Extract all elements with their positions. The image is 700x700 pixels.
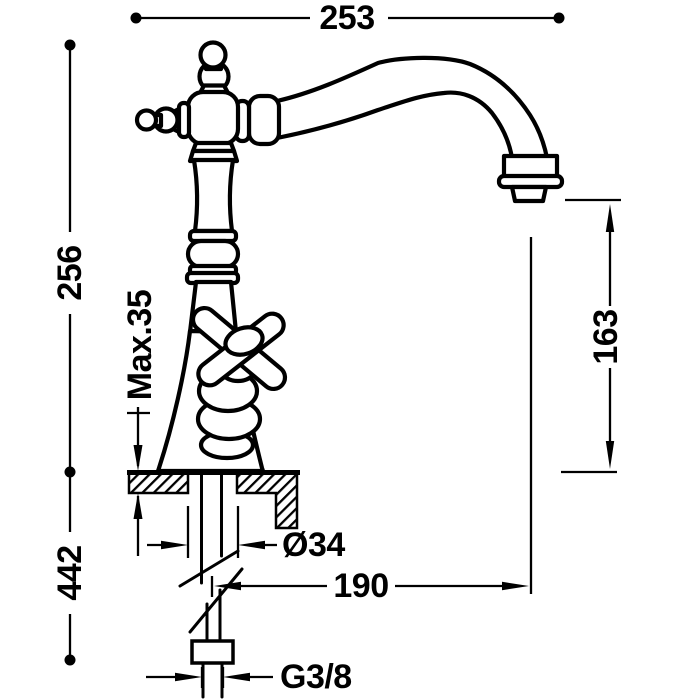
break-line-2 <box>188 567 244 634</box>
arrow-left <box>214 581 241 591</box>
shank-and-pipe <box>178 469 244 699</box>
finial-small-ball <box>198 40 228 70</box>
dim-spout-reach: 190 <box>210 237 533 605</box>
arrow-down <box>605 441 615 469</box>
dim-label-442: 442 <box>51 545 89 600</box>
spout-connector-barrel <box>246 93 282 147</box>
left-knob-end-ball <box>134 108 159 132</box>
dim-label-163: 163 <box>587 309 625 364</box>
arrow-up <box>605 204 615 232</box>
arrow-right <box>502 581 529 591</box>
dim-deck-thickness: Max.35 <box>121 290 159 556</box>
dim-hole-diameter: Ø34 <box>147 506 346 564</box>
supply-nut <box>190 639 235 665</box>
dim-top-width: 253 <box>130 0 565 37</box>
valve-head <box>185 89 241 147</box>
arrow-down <box>133 445 143 471</box>
dim-supply-thread: G3/8 <box>146 658 352 696</box>
dim-label-g38: G3/8 <box>280 658 352 696</box>
break-line-1 <box>178 549 240 588</box>
deck-slab-right <box>235 471 299 530</box>
deck-slab-left <box>127 471 190 495</box>
dim-left-heights: 256 442 <box>51 39 89 666</box>
dim-outlet-height: 163 <box>561 198 625 474</box>
column-upper <box>191 157 236 234</box>
arrow-left <box>223 672 250 682</box>
arrow-right <box>175 672 202 682</box>
faucet-outline <box>134 40 565 474</box>
cross-handle-hub <box>223 325 265 357</box>
left-knob-ring <box>176 100 192 140</box>
dim-label-d34: Ø34 <box>282 526 345 564</box>
dim-label-253: 253 <box>319 0 374 37</box>
arrow-up <box>133 493 143 519</box>
aerator <box>509 184 549 204</box>
arrow-left <box>238 540 265 550</box>
deck-section <box>127 470 300 530</box>
dim-label-max35: Max.35 <box>121 290 159 400</box>
column-torus <box>185 238 241 270</box>
dim-label-190: 190 <box>333 567 388 605</box>
spout-tube <box>274 55 550 161</box>
arrow-right <box>161 540 188 550</box>
dim-label-256: 256 <box>51 245 89 300</box>
